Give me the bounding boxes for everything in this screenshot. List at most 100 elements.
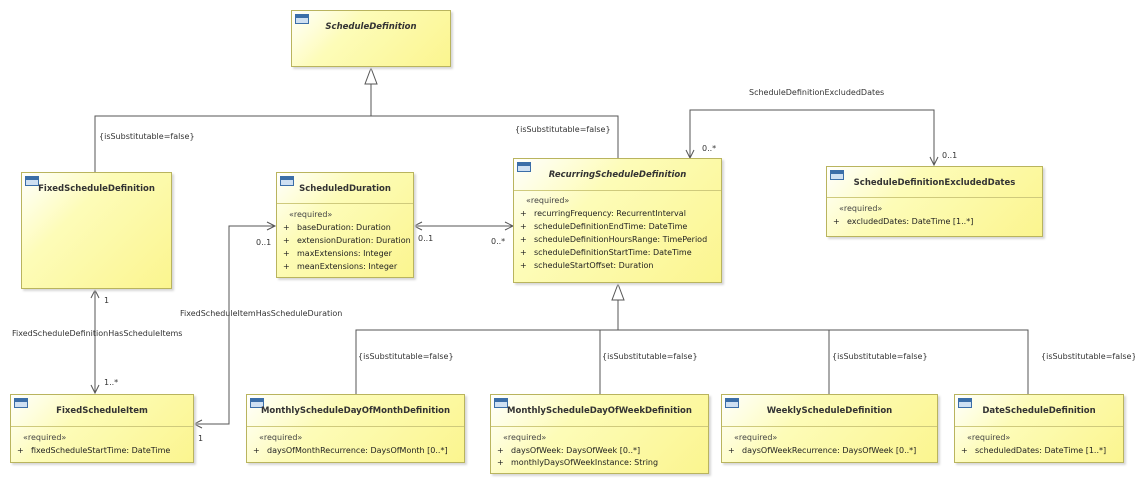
visibility-marker: +: [497, 446, 504, 455]
attribute: + baseDuration: Duration: [283, 223, 391, 232]
class-icon: [494, 398, 508, 408]
visibility-marker: +: [520, 209, 527, 218]
attribute: +maxExtensions: Integer: [283, 249, 392, 258]
visibility-marker: +: [961, 446, 968, 455]
attribute: + recurringFrequency: RecurrentInterval: [520, 209, 686, 218]
separator: [247, 426, 464, 427]
attribute-text: maxExtensions: Integer: [297, 249, 392, 258]
multiplicity-duration-left: 0..1: [256, 238, 272, 247]
attribute-text: daysOfWeekRecurrence: DaysOfWeek [0..*]: [742, 446, 917, 455]
class-icon: [725, 398, 739, 408]
generalization-arrowhead-recurring: [611, 282, 625, 301]
generalization-fixed-line: [94, 84, 372, 172]
multiplicity-excluded-target: 0..1: [942, 151, 958, 160]
stereotype: «required»: [526, 196, 570, 205]
class-name: MonthlyScheduleDayOfMonthDefinition: [260, 406, 451, 416]
association-name-excluded-dates: ScheduleDefinitionExcludedDates: [749, 88, 885, 97]
multiplicity-fixed-items: 1..*: [104, 378, 119, 387]
visibility-marker: +: [520, 261, 527, 270]
class-name: FixedScheduleDefinition: [38, 184, 155, 194]
class-weekly-schedule-definition[interactable]: WeeklyScheduleDefinition «required» +day…: [721, 394, 938, 463]
attribute-text: recurringFrequency: RecurrentInterval: [534, 209, 686, 218]
attribute: +extensionDuration: Duration: [283, 236, 411, 245]
visibility-marker: +: [283, 223, 290, 232]
attribute-text: scheduledDates: DateTime [1..*]: [975, 446, 1107, 455]
attribute-text: extensionDuration: Duration: [297, 236, 411, 245]
visibility-marker: +: [520, 222, 527, 231]
separator: [277, 203, 413, 204]
class-monthly-day-of-week[interactable]: MonthlyScheduleDayOfWeekDefinition «requ…: [490, 394, 709, 474]
constraint-label-monthly-dow: {isSubstitutable=false}: [602, 352, 698, 361]
class-icon: [830, 170, 844, 180]
separator: [11, 426, 193, 427]
attribute-text: scheduleDefinitionHoursRange: TimePeriod: [534, 235, 708, 244]
separator: [491, 426, 708, 427]
visibility-marker: +: [253, 446, 260, 455]
class-icon: [295, 14, 309, 24]
constraint-label-date: {isSubstitutable=false}: [1041, 352, 1135, 361]
visibility-marker: +: [520, 248, 527, 257]
constraint-label-monthly-dom: {isSubstitutable=false}: [358, 352, 454, 361]
visibility-marker: +: [497, 458, 504, 467]
class-monthly-day-of-month[interactable]: MonthlyScheduleDayOfMonthDefinition «req…: [246, 394, 465, 463]
stereotype: «required»: [23, 433, 67, 442]
assoc-item-duration-line: [194, 225, 275, 425]
class-fixed-schedule-definition[interactable]: FixedScheduleDefinition: [21, 172, 172, 289]
assoc-item-duration-arrow-left: [192, 419, 203, 429]
stereotype: «required»: [289, 210, 333, 219]
attribute: + scheduledDates: DateTime [1..*]: [961, 446, 1106, 455]
generalization-monthly-dom-line: [355, 329, 1029, 394]
visibility-marker: +: [520, 235, 527, 244]
attribute: + daysOfWeekRecurrence: DaysOfWeek [0..*]: [728, 446, 916, 455]
assoc-fixed-items-arrow-down: [90, 384, 100, 395]
stereotype: «required»: [734, 433, 778, 442]
class-schedule-definition-excluded-dates[interactable]: ScheduleDefinitionExcludedDates «require…: [826, 166, 1043, 237]
attribute: + scheduleDefinitionHoursRange: TimePerio…: [520, 235, 707, 244]
attribute: + scheduleStartOffset: Duration: [520, 261, 653, 270]
class-date-schedule-definition[interactable]: DateScheduleDefinition «required» +sched…: [954, 394, 1124, 463]
multiplicity-excluded-source: 0..*: [702, 144, 717, 153]
class-name: ScheduledDuration: [299, 184, 391, 194]
separator: [722, 426, 937, 427]
attribute: + scheduleDefinitionEndTime: DateTime: [520, 222, 687, 231]
class-name: RecurringScheduleDefinition: [548, 170, 687, 180]
class-name: ScheduleDefinitionExcludedDates: [853, 178, 1016, 188]
association-name-item-duration: FixedScheduleItemHasScheduleDuration: [180, 309, 343, 318]
class-icon: [250, 398, 264, 408]
attribute-text: scheduleDefinitionEndTime: DateTime: [534, 222, 688, 231]
attribute: +fixedScheduleStartTime: DateTime: [17, 446, 170, 455]
separator: [514, 190, 721, 191]
class-name: DateScheduleDefinition: [982, 406, 1096, 416]
stereotype: «required»: [259, 433, 303, 442]
assoc-fixed-items-arrow-up: [90, 288, 100, 299]
assoc-excluded-arrow-tgt: [929, 156, 939, 167]
class-icon: [280, 176, 294, 186]
attribute-text: meanExtensions: Integer: [297, 262, 398, 271]
generalization-recurring-line: [371, 115, 619, 158]
attribute-text: baseDuration: Duration: [297, 223, 391, 232]
attribute-text: scheduleStartOffset: Duration: [534, 261, 654, 270]
attribute-text: daysOfWeek: DaysOfWeek [0..*]: [511, 446, 641, 455]
multiplicity-recurring-left: 0..*: [491, 237, 506, 246]
multiplicity-fixed-definition: 1: [104, 296, 110, 305]
constraint-label-recurring: {isSubstitutable=false}: [515, 125, 611, 134]
separator: [827, 197, 1042, 198]
visibility-marker: +: [728, 446, 735, 455]
attribute-text: scheduleDefinitionStartTime: DateTime: [534, 248, 692, 257]
class-schedule-definition[interactable]: ScheduleDefinition: [291, 10, 451, 67]
assoc-item-duration-arrow-right: [266, 221, 277, 231]
assoc-duration-arrow-left: [412, 221, 423, 231]
visibility-marker: +: [833, 217, 840, 226]
attribute: +meanExtensions: Integer: [283, 262, 397, 271]
class-name: ScheduleDefinition: [325, 22, 417, 32]
attribute: + daysOfWeek: DaysOfWeek [0..*]: [497, 446, 640, 455]
class-name: FixedScheduleItem: [56, 406, 148, 416]
class-scheduled-duration[interactable]: ScheduledDuration «required» + baseDurati…: [276, 172, 414, 278]
stereotype: «required»: [839, 204, 883, 213]
constraint-label-weekly: {isSubstitutable=false}: [832, 352, 928, 361]
constraint-label-fixed: {isSubstitutable=false}: [99, 132, 195, 141]
class-fixed-schedule-item[interactable]: FixedScheduleItem «required» +fixedSched…: [10, 394, 194, 463]
class-recurring-schedule-definition[interactable]: RecurringScheduleDefinition «required» +…: [513, 158, 722, 283]
class-icon: [25, 176, 39, 186]
